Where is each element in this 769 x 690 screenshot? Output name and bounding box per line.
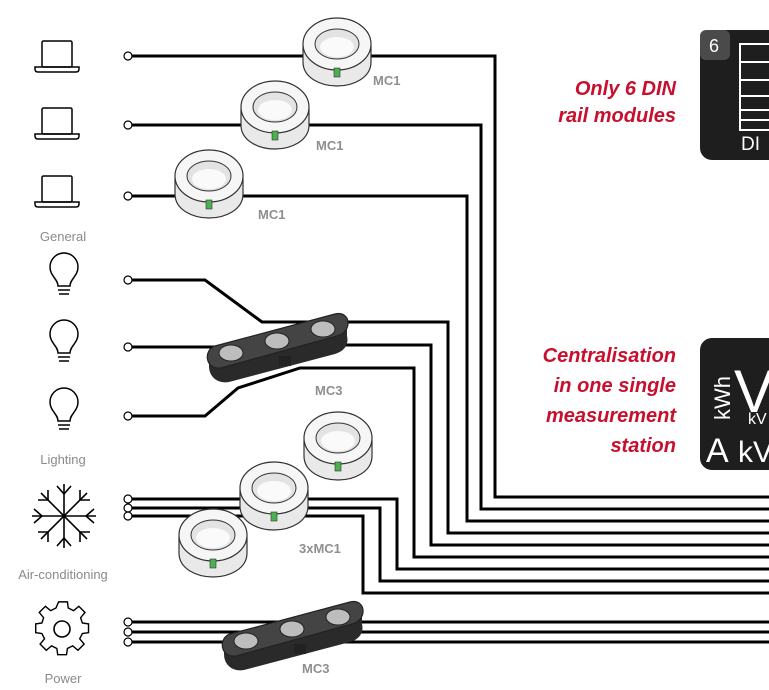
mc3-label: MC3 <box>315 383 342 398</box>
mc1-sensor <box>174 149 244 219</box>
terminal <box>123 503 133 513</box>
centralisation-callout-line1: Centralisation <box>543 345 676 367</box>
centralisation-callout-line3: measurement <box>546 405 677 427</box>
terminal <box>123 411 133 421</box>
mc3-sensor <box>206 312 349 383</box>
category-label-air-conditioning: Air-conditioning <box>18 567 108 582</box>
measurement-badge: kWh V kV A kV <box>700 338 769 470</box>
lightbulb-icon <box>49 319 79 362</box>
wire-general-3 <box>128 194 769 523</box>
terminal <box>123 342 133 352</box>
lightbulb-icon <box>49 252 79 295</box>
mc1-label: MC1 <box>373 73 400 88</box>
terminal <box>123 627 133 637</box>
lightbulb-icon <box>49 387 79 430</box>
category-label-general: General <box>40 229 86 244</box>
mc1-sensor <box>239 461 309 531</box>
din-callout-line2: rail modules <box>558 105 676 127</box>
terminal <box>123 637 133 647</box>
mc1-sensor <box>240 80 310 150</box>
wire-lighting-1 <box>128 278 769 535</box>
meter-v-label: V <box>734 358 769 425</box>
mc1-sensor <box>178 508 248 578</box>
mc3-label: MC3 <box>302 661 329 676</box>
terminal <box>123 494 133 504</box>
meter-kv-label: kV <box>748 411 767 428</box>
wire-lighting-3 <box>128 366 769 559</box>
gear-icon <box>35 601 90 656</box>
din-callout-line1: Only 6 DIN <box>575 78 677 100</box>
category-label-lighting: Lighting <box>40 452 86 467</box>
terminal <box>123 120 133 130</box>
din-text: DI <box>741 134 760 155</box>
terminal <box>123 191 133 201</box>
laptop-icon <box>34 40 80 73</box>
terminal <box>123 511 133 521</box>
din-rail-icon <box>739 43 769 131</box>
snowflake-icon <box>32 484 96 548</box>
terminal <box>123 51 133 61</box>
centralisation-callout-line2: in one single <box>554 375 676 397</box>
meter-kwh-label: kWh <box>710 376 735 420</box>
meter-a-label: A <box>706 432 729 470</box>
mc1-label: MC1 <box>258 207 285 222</box>
three-mc1-label: 3xMC1 <box>299 541 341 556</box>
meter-kv2-label: kV <box>738 436 769 469</box>
terminal <box>123 617 133 627</box>
din-count: 6 <box>709 36 719 56</box>
terminal <box>123 275 133 285</box>
centralisation-callout-line4: station <box>610 435 676 457</box>
mc1-sensor <box>302 17 372 87</box>
din-modules-badge: 6 DI <box>700 30 769 160</box>
mc1-sensor <box>303 411 373 481</box>
category-label-power: Power <box>45 671 83 686</box>
laptop-icon <box>34 107 80 140</box>
laptop-icon <box>34 175 80 208</box>
wire-terminals <box>123 51 133 647</box>
mc3-sensor <box>221 600 364 671</box>
mc1-label: MC1 <box>316 138 343 153</box>
